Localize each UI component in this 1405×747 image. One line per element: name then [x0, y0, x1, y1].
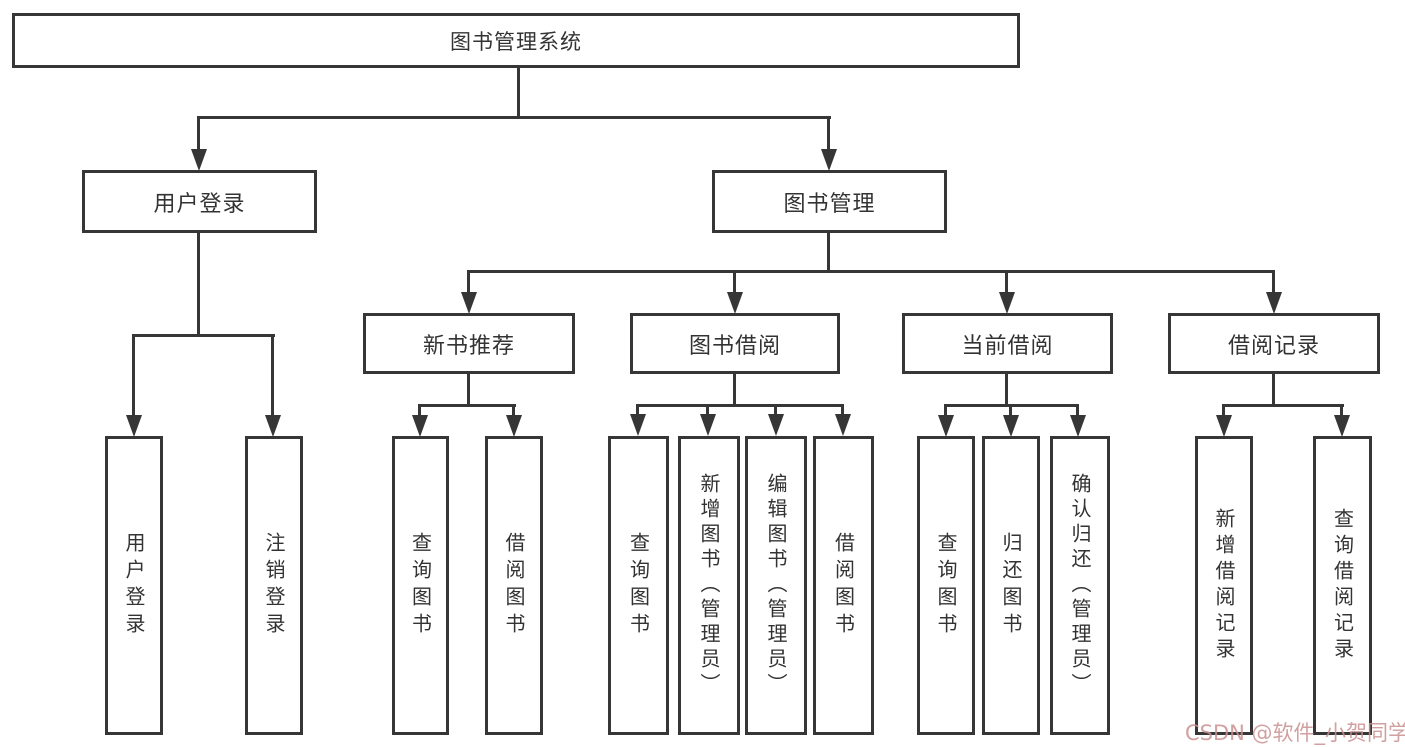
node-current-borrow: 当前借阅 [902, 313, 1113, 374]
arrowhead-down-icon [191, 149, 207, 171]
connector-line [197, 231, 200, 336]
leaf-logout: 注销登录 [245, 436, 303, 735]
arrowhead-down-icon [1334, 415, 1350, 437]
connector-line [774, 404, 777, 418]
leaf-borrow-query-books: 查询图书 [608, 436, 669, 735]
connector-line [1005, 372, 1008, 407]
arrowhead-down-icon [821, 149, 837, 171]
arrowhead-down-icon [700, 414, 716, 436]
leaf-recommend-borrow-books: 借阅图书 [485, 436, 543, 735]
node-root: 图书管理系统 [12, 13, 1020, 68]
arrowhead-down-icon [768, 414, 784, 436]
node-book-management: 图书管理 [712, 170, 947, 233]
arrowhead-down-icon [938, 415, 954, 437]
connector-line [1009, 404, 1012, 419]
arrowhead-down-icon [1003, 415, 1019, 437]
arrowhead-down-icon [461, 292, 477, 314]
connector-line [132, 334, 135, 418]
arrowhead-down-icon [999, 292, 1015, 314]
arrowhead-down-icon [1266, 292, 1282, 314]
connector-line [944, 404, 947, 419]
leaf-recommend-query-books: 查询图书 [392, 436, 449, 735]
connector-line [1222, 404, 1344, 407]
arrowhead-down-icon [630, 414, 646, 436]
connector-line [636, 404, 844, 407]
connector-line [1272, 372, 1275, 407]
connector-line [418, 404, 516, 407]
connector-line [512, 404, 515, 419]
leaf-records-query-record: 查询借阅记录 [1313, 436, 1372, 735]
leaf-current-query-books: 查询图书 [917, 436, 975, 735]
connector-line [841, 404, 844, 418]
connector-line [467, 270, 470, 296]
node-new-book-recommend: 新书推荐 [363, 313, 575, 374]
leaf-current-confirm-return-admin: 确认归还（管理员） [1050, 436, 1110, 735]
arrowhead-down-icon [126, 415, 142, 437]
connector-line [827, 116, 830, 154]
connector-line [133, 334, 275, 337]
connector-line [517, 66, 520, 119]
node-user-login: 用户登录 [82, 170, 317, 233]
connector-line [197, 116, 200, 154]
arrowhead-down-icon [412, 415, 428, 437]
connector-line [271, 334, 274, 418]
leaf-user-login: 用户登录 [105, 436, 163, 735]
connector-line [1076, 404, 1079, 419]
node-borrow-records: 借阅记录 [1168, 313, 1380, 374]
connector-line [198, 116, 831, 119]
connector-line [1272, 270, 1275, 296]
arrowhead-down-icon [835, 414, 851, 436]
connector-line [827, 231, 830, 272]
leaf-records-add-record: 新增借阅记录 [1195, 436, 1253, 735]
connector-line [467, 372, 470, 407]
leaf-borrow-edit-books-admin: 编辑图书（管理员） [745, 436, 807, 735]
connector-line [418, 404, 421, 419]
connector-line [1005, 270, 1008, 296]
watermark: CSDN @软件_小贺同学 [1185, 721, 1405, 745]
arrowhead-down-icon [727, 292, 743, 314]
leaf-borrow-borrow-books: 借阅图书 [813, 436, 874, 735]
arrowhead-down-icon [506, 415, 522, 437]
connector-line [706, 404, 709, 418]
connector-line [636, 404, 639, 418]
connector-line [467, 270, 1275, 273]
arrowhead-down-icon [1070, 415, 1086, 437]
leaf-borrow-add-books-admin: 新增图书（管理员） [678, 436, 740, 735]
node-book-borrow: 图书借阅 [630, 313, 840, 374]
connector-line [1340, 404, 1343, 419]
connector-line [1222, 404, 1225, 419]
connector-line [733, 372, 736, 407]
leaf-current-return-books: 归还图书 [982, 436, 1040, 735]
arrowhead-down-icon [265, 415, 281, 437]
arrowhead-down-icon [1216, 415, 1232, 437]
connector-line [733, 270, 736, 296]
